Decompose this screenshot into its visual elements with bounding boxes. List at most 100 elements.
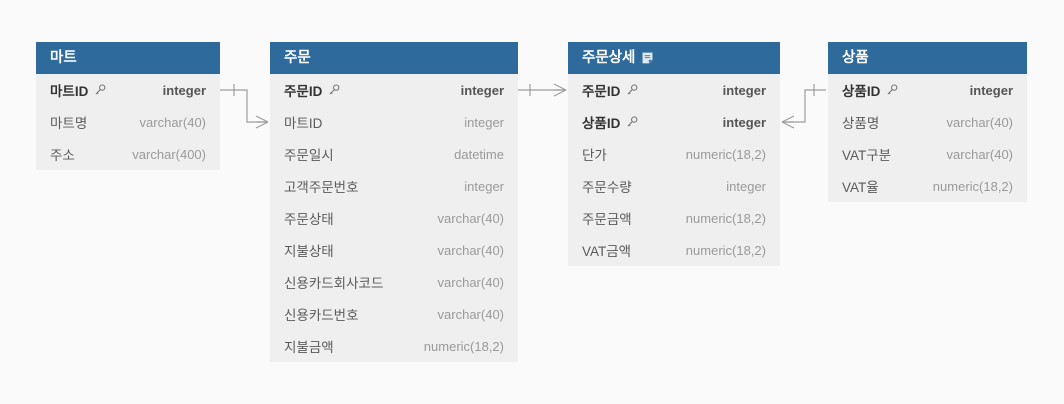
entity-title: 마트	[50, 50, 77, 66]
column-name-text: 주문ID	[284, 84, 323, 99]
relationship-product-to-orderdetail	[781, 84, 826, 129]
column-row[interactable]: 주소 varchar(400)	[36, 138, 220, 170]
column-row[interactable]: 주문일시 datetime	[270, 138, 518, 170]
column-type: varchar(40)	[139, 114, 206, 130]
column-name: 신용카드회사코드	[284, 272, 383, 292]
column-name-text: 상품ID	[582, 116, 621, 131]
column-name: 주문ID	[582, 80, 638, 100]
column-name: 주문금액	[582, 208, 632, 228]
column-name-text: 마트ID	[284, 116, 323, 131]
entity-header-주문상세[interactable]: 주문상세	[568, 42, 780, 74]
column-name: 주문일시	[284, 144, 334, 164]
column-type: varchar(40)	[437, 242, 504, 258]
column-name-text: VAT구분	[842, 148, 892, 163]
column-name: VAT금액	[582, 240, 631, 260]
key-icon	[94, 84, 106, 96]
column-name: 상품ID	[582, 112, 638, 132]
column-type: varchar(40)	[437, 306, 504, 322]
column-type: datetime	[454, 146, 504, 162]
key-icon	[328, 84, 340, 96]
column-row[interactable]: 단가 numeric(18,2)	[568, 138, 780, 170]
column-row-pk[interactable]: 상품ID integer	[828, 74, 1027, 106]
column-name: 주문수량	[582, 176, 632, 196]
column-name-text: VAT금액	[582, 244, 632, 259]
column-name: 지불금액	[284, 336, 334, 356]
column-type: integer	[726, 178, 766, 194]
column-type: integer	[722, 114, 766, 130]
column-name-text: 주문ID	[582, 84, 621, 99]
column-name-text: 고객주문번호	[284, 180, 359, 195]
entity-header-상품[interactable]: 상품	[828, 42, 1027, 74]
column-row[interactable]: 마트명 varchar(40)	[36, 106, 220, 138]
column-row[interactable]: 지불금액 numeric(18,2)	[270, 330, 518, 362]
entity-title: 주문	[284, 50, 311, 66]
column-name-text: 단가	[582, 148, 607, 163]
column-row[interactable]: 주문수량 integer	[568, 170, 780, 202]
column-name-text: 상품명	[842, 116, 880, 131]
entity-header-주문[interactable]: 주문	[270, 42, 518, 74]
column-row[interactable]: 주문금액 numeric(18,2)	[568, 202, 780, 234]
column-type: varchar(40)	[437, 210, 504, 226]
column-type: integer	[464, 114, 504, 130]
entity-title: 상품	[842, 50, 869, 66]
key-icon	[626, 84, 638, 96]
column-name: VAT구분	[842, 144, 891, 164]
column-name: 상품ID	[842, 80, 898, 100]
column-name: 주문상태	[284, 208, 334, 228]
column-name-text: 주소	[50, 148, 75, 163]
note-icon[interactable]	[642, 52, 653, 64]
column-name-text: 신용카드회사코드	[284, 276, 384, 291]
column-name: 마트명	[50, 112, 87, 132]
column-name-text: 마트ID	[50, 84, 89, 99]
entity-title: 주문상세	[582, 50, 636, 66]
column-type: numeric(18,2)	[423, 338, 504, 354]
column-name: 주문ID	[284, 80, 340, 100]
column-name: VAT율	[842, 176, 879, 196]
column-name-text: 마트명	[50, 116, 88, 131]
column-type: numeric(18,2)	[685, 210, 766, 226]
column-type: varchar(40)	[946, 146, 1013, 162]
column-row[interactable]: 지불상태 varchar(40)	[270, 234, 518, 266]
column-name: 고객주문번호	[284, 176, 359, 196]
column-name: 마트ID	[50, 80, 106, 100]
entity-header-마트[interactable]: 마트	[36, 42, 220, 74]
column-name: 단가	[582, 144, 607, 164]
column-type: varchar(40)	[946, 114, 1013, 130]
column-row[interactable]: 마트ID integer	[270, 106, 518, 138]
column-row[interactable]: VAT율 numeric(18,2)	[828, 170, 1027, 202]
column-name-text: 지불금액	[284, 340, 334, 355]
column-type: integer	[969, 82, 1013, 98]
column-type: numeric(18,2)	[932, 178, 1013, 194]
relationship-order-to-orderdetail	[518, 83, 567, 97]
column-row[interactable]: 신용카드번호 varchar(40)	[270, 298, 518, 330]
column-row[interactable]: 주문상태 varchar(40)	[270, 202, 518, 234]
column-name-text: 주문수량	[582, 180, 632, 195]
column-type: numeric(18,2)	[685, 146, 766, 162]
column-row[interactable]: 상품명 varchar(40)	[828, 106, 1027, 138]
column-name: 마트ID	[284, 112, 322, 132]
column-name-text: 주문상태	[284, 212, 334, 227]
column-type: numeric(18,2)	[685, 242, 766, 258]
column-name: 주소	[50, 144, 75, 164]
column-name: 지불상태	[284, 240, 334, 260]
column-name-text: 지불상태	[284, 244, 334, 259]
column-row[interactable]: VAT구분 varchar(40)	[828, 138, 1027, 170]
column-type: varchar(400)	[132, 146, 206, 162]
column-row[interactable]: VAT금액 numeric(18,2)	[568, 234, 780, 266]
column-name-text: 신용카드번호	[284, 308, 359, 323]
column-name: 신용카드번호	[284, 304, 359, 324]
column-row-pk[interactable]: 상품ID integer	[568, 106, 780, 138]
